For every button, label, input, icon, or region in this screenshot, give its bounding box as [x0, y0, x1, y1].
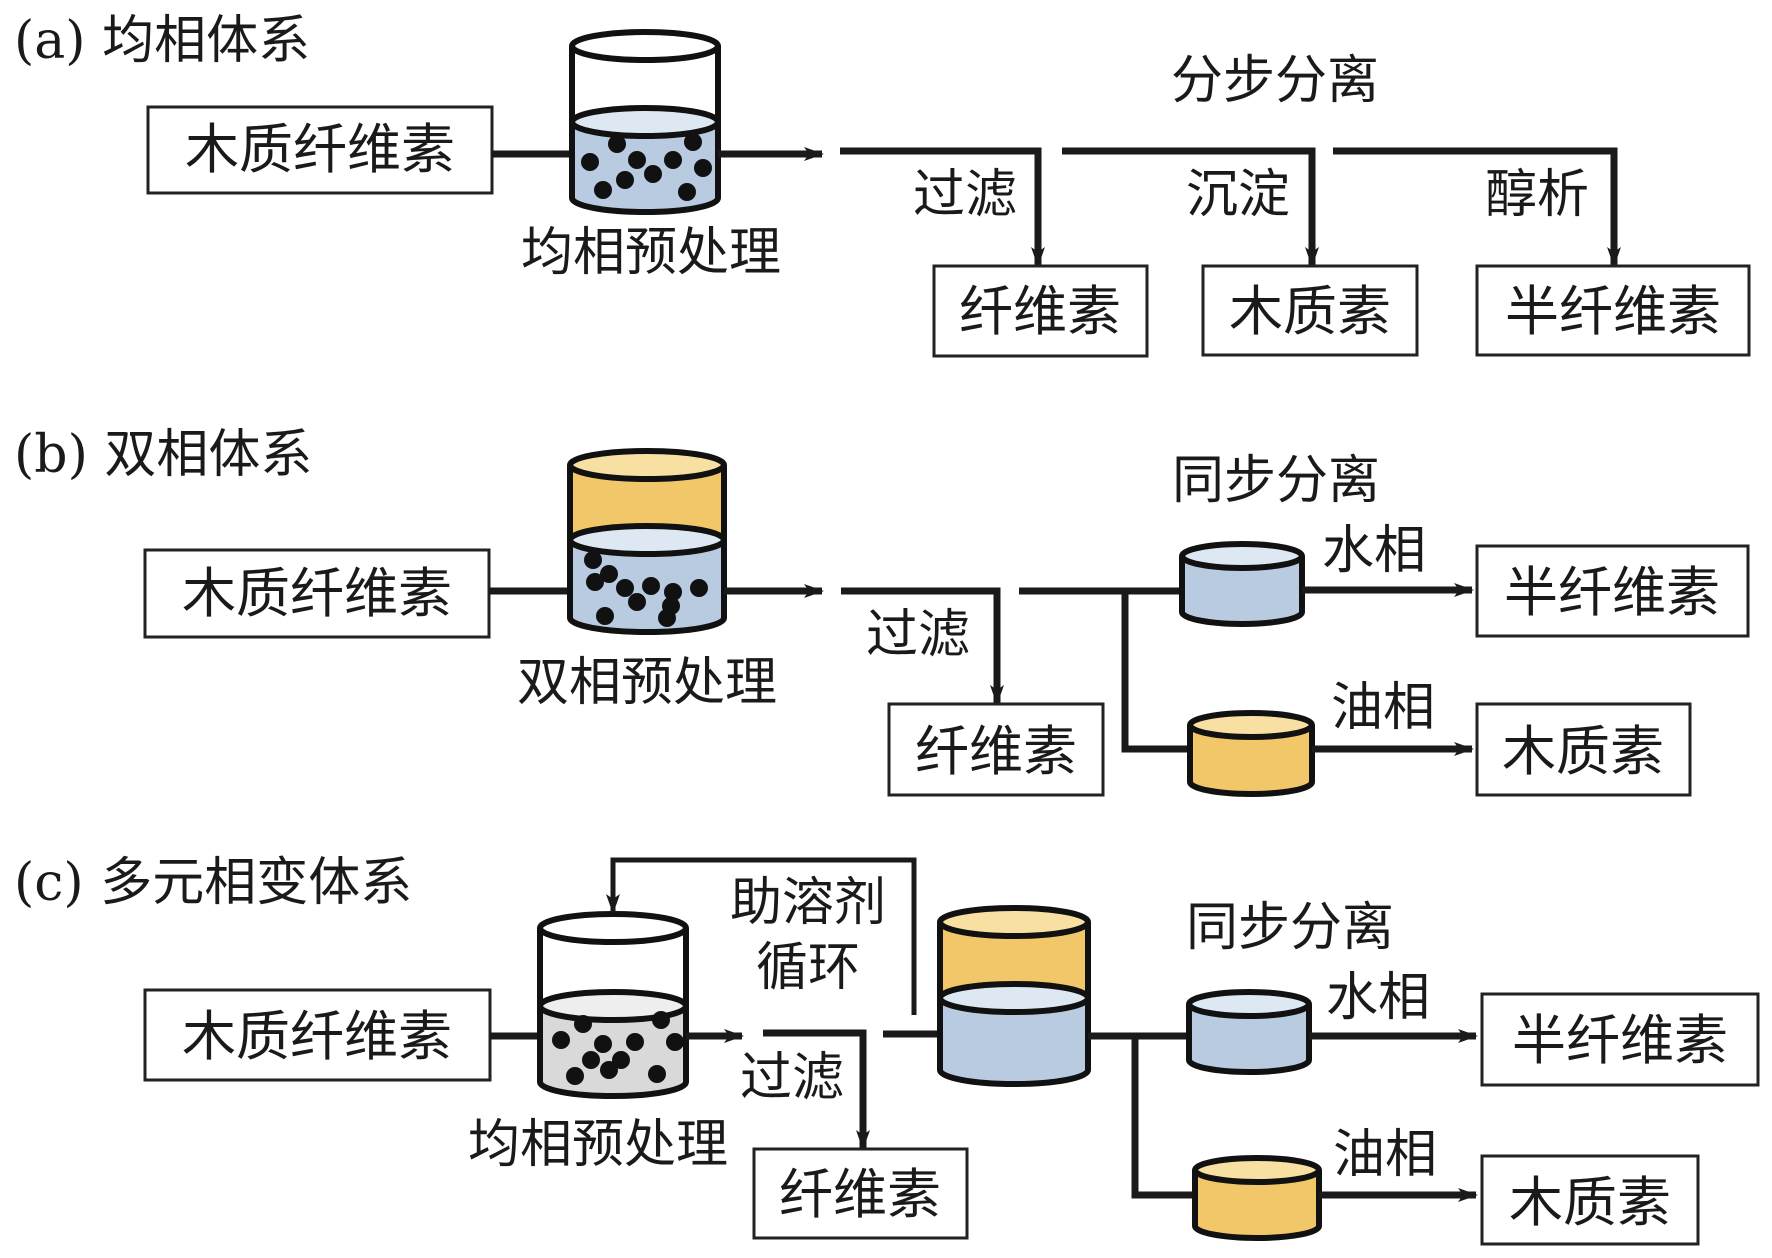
panel-a-lignin-label: 木质素 — [1229, 280, 1391, 343]
biomass-particle — [596, 607, 614, 625]
panel-c-cellulose-box: 纤维素 — [752, 1147, 969, 1240]
panel-a-cellulose-box: 纤维素 — [932, 264, 1149, 358]
biomass-particle — [626, 1033, 644, 1051]
panel-c-branch-line — [1131, 1036, 1195, 1199]
panel-c-title: (c) 多元相变体系 — [14, 853, 412, 913]
panel-c-aqueous-phase-icon — [1186, 989, 1312, 1075]
panel-b-input-box: 木质纤维素 — [143, 548, 491, 639]
biomass-particle — [684, 133, 702, 151]
biomass-particle — [594, 1035, 612, 1053]
panel-a-title: (a) 均相体系 — [14, 11, 310, 71]
panel-a-input-box: 木质纤维素 — [146, 105, 494, 195]
panel-a-filter-arrow — [840, 147, 1045, 267]
panel-c-recycle-label-line1: 助溶剂 — [730, 873, 886, 933]
panel-b-oil-label: 油相 — [1331, 678, 1435, 738]
biomass-particle — [652, 1011, 670, 1029]
panel-b-hemicellulose-label: 半纤维素 — [1504, 561, 1720, 624]
biomass-particle — [574, 1015, 592, 1033]
panel-a-hemicellulose-label: 半纤维素 — [1505, 280, 1721, 343]
panel-b-filter-arrow — [841, 587, 1004, 705]
panel-a-pretreatment-label: 均相预处理 — [521, 223, 781, 283]
biomass-particle — [612, 1051, 630, 1069]
biomass-particle — [664, 583, 682, 601]
panel-b-cellulose-label: 纤维素 — [915, 720, 1077, 783]
panel-a: (a) 均相体系 木质纤维素 均相预处理 分步分离 过滤 纤维素 沉 — [14, 11, 1751, 358]
biomass-particle — [664, 151, 682, 169]
panel-b-cellulose-box: 纤维素 — [887, 702, 1105, 797]
biomass-particle — [678, 183, 696, 201]
biomass-particle — [594, 181, 612, 199]
biomass-particle — [582, 1051, 600, 1069]
panel-b-separation-title: 同步分离 — [1172, 451, 1380, 511]
panel-a-lignin-box: 木质素 — [1201, 264, 1419, 357]
panel-c-pretreatment-label: 均相预处理 — [468, 1115, 728, 1175]
biomass-particle — [690, 579, 708, 597]
panel-b-branch-line — [1121, 591, 1190, 753]
biomass-particle — [608, 135, 626, 153]
panel-a-cellulose-label: 纤维素 — [959, 280, 1121, 343]
panel-c-reactor-icon — [537, 911, 689, 1099]
panel-c-oil-label: 油相 — [1333, 1125, 1437, 1185]
biomass-particle — [600, 565, 618, 583]
panel-a-separation-title: 分步分离 — [1171, 51, 1379, 111]
biomass-particle — [648, 1065, 666, 1083]
panel-c-lignin-label: 木质素 — [1509, 1171, 1671, 1234]
panel-b-pretreatment-label: 双相预处理 — [517, 653, 777, 713]
biomass-particle — [694, 159, 712, 177]
panel-c-input-label: 木质纤维素 — [182, 1005, 452, 1068]
biomass-particle — [616, 579, 634, 597]
biomass-particle — [552, 1031, 570, 1049]
panel-a-reactor-icon — [569, 29, 721, 215]
biomass-particle — [628, 593, 646, 611]
panel-c-separation-title: 同步分离 — [1186, 898, 1394, 958]
panel-b-lignin-box: 木质素 — [1475, 702, 1692, 797]
panel-b-particles — [584, 551, 708, 627]
panel-b-oil-phase-icon — [1187, 710, 1315, 797]
panel-b-lignin-label: 木质素 — [1502, 720, 1664, 783]
biomass-particle — [628, 151, 646, 169]
biomass-particle — [586, 573, 604, 591]
panel-a-particles — [581, 133, 712, 201]
panel-c-oil-phase-icon — [1192, 1155, 1322, 1241]
panel-b-input-label: 木质纤维素 — [182, 562, 452, 625]
panel-b-aqueous-label: 水相 — [1322, 521, 1426, 581]
panel-b-title: (b) 双相体系 — [14, 425, 312, 485]
panel-c-phase-separator-icon — [937, 905, 1091, 1087]
panel-b-biphasic-reactor-icon — [567, 448, 727, 635]
panel-b-hemicellulose-box: 半纤维素 — [1475, 544, 1750, 638]
panel-c-hemicellulose-label: 半纤维素 — [1512, 1009, 1728, 1072]
biomass-particle — [566, 1067, 584, 1085]
panel-b: (b) 双相体系 木质纤维素 双相预处理 过滤 纤维素 同步分离 — [14, 425, 1750, 797]
biomass-particle — [581, 153, 599, 171]
panel-a-precipitation-label: 沉淀 — [1186, 165, 1290, 225]
biomass-particle — [616, 171, 634, 189]
biomass-particle — [666, 1033, 684, 1051]
panel-a-precipitation-arrow — [1062, 147, 1319, 267]
panel-c-recycle-arrow — [606, 857, 917, 1015]
panel-a-input-label: 木质纤维素 — [185, 118, 455, 181]
biomass-particle — [644, 165, 662, 183]
panel-a-hemicellulose-box: 半纤维素 — [1475, 264, 1751, 357]
biomass-particle — [584, 551, 602, 569]
panel-c: (c) 多元相变体系 木质纤维素 均相预处理 助溶剂 循环 过滤 纤维素 — [14, 853, 1760, 1246]
panel-c-filter-label: 过滤 — [740, 1048, 844, 1108]
panel-b-filter-label: 过滤 — [866, 605, 970, 665]
panel-c-cellulose-label: 纤维素 — [779, 1163, 941, 1226]
panel-a-alcohol-precipitation-label: 醇析 — [1485, 165, 1589, 225]
panel-a-filter-label: 过滤 — [913, 165, 1017, 225]
panel-b-aqueous-phase-icon — [1179, 541, 1305, 627]
panel-a-alcohol-precipitation-arrow — [1333, 147, 1621, 267]
panel-c-lignin-box: 木质素 — [1480, 1154, 1700, 1246]
panel-c-input-box: 木质纤维素 — [143, 988, 492, 1082]
panel-c-recycle-label-line2: 循环 — [756, 938, 860, 998]
biomass-particle — [600, 1061, 618, 1079]
panel-c-particles — [552, 1011, 684, 1085]
panel-c-hemicellulose-box: 半纤维素 — [1480, 992, 1760, 1087]
biomass-particle — [642, 577, 660, 595]
panel-c-aqueous-label: 水相 — [1326, 968, 1430, 1028]
biomass-particle — [658, 609, 676, 627]
panel-c-filter-arrow — [763, 1029, 870, 1150]
